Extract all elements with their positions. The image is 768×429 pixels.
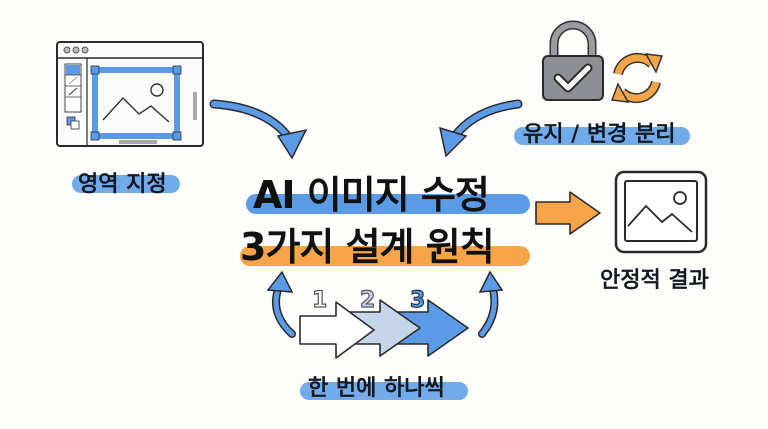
image-frame-icon — [614, 170, 708, 254]
title-line2-highlight — [240, 246, 530, 266]
step-number-1: 1 — [311, 287, 328, 313]
region-label: 영역 지정 — [78, 172, 167, 197]
step-arrows — [299, 299, 469, 359]
arrow-title-to-result — [535, 191, 601, 235]
title-line1-highlight — [246, 194, 530, 214]
region-label-highlight — [72, 175, 180, 193]
title-line2: 3가지 설계 원칙 — [240, 225, 495, 269]
one-at-a-time-label-highlight — [300, 382, 468, 400]
image-editor-selection-icon — [56, 41, 204, 147]
one-at-a-time-label: 한 번에 하나씩 — [308, 376, 445, 401]
lock-check-icon — [542, 20, 604, 101]
title-line1: AI 이미지 수정 — [253, 173, 490, 217]
separation-label: 유지 / 변경 분리 — [523, 122, 676, 147]
step-arrow-1 — [299, 301, 375, 359]
step-number-3: 3 — [409, 287, 426, 313]
separation-label-highlight — [514, 127, 690, 145]
step-number-2: 2 — [359, 287, 376, 313]
result-label: 안정적 결과 — [600, 268, 709, 293]
refresh-cycle-icon — [610, 52, 664, 104]
